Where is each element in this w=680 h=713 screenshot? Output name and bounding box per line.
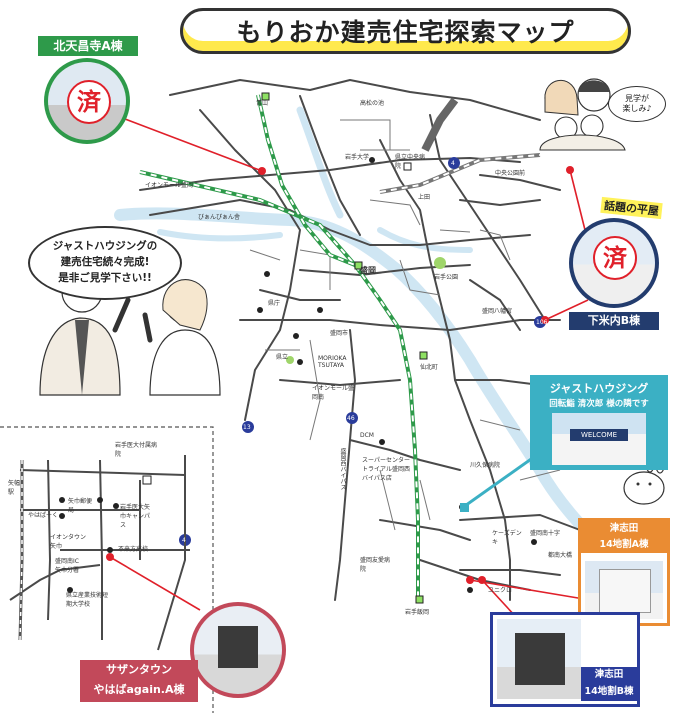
label-morioka-jct: 盛岡南IC bbox=[55, 558, 79, 565]
house-name-southern: サザンタウン やはばagain.A棟 bbox=[80, 660, 198, 702]
people-illustration bbox=[39, 271, 221, 396]
label-super-center: スーパーセンタートライアル盛岡西バイパス店 bbox=[362, 457, 410, 482]
house-card-kitatenshoji[interactable]: 北天昌寺A棟 済 bbox=[38, 36, 138, 154]
house-name-tsushida-b-line2: 14地割B棟 bbox=[581, 683, 637, 701]
office-sign: WELCOME bbox=[570, 429, 628, 441]
house-photo-kitatenshoji: 済 bbox=[44, 58, 130, 144]
house-card-southern[interactable]: サザンタウン やはばagain.A棟 bbox=[80, 602, 290, 705]
route-4: 4 bbox=[451, 160, 455, 167]
label-morioka-hs: 盛岡市 bbox=[330, 330, 349, 337]
house-tag-hiraya: 話題の平屋 bbox=[600, 196, 663, 220]
label-hibiyaki: びぁんぴぁん舎 bbox=[198, 214, 241, 221]
route-13: 13 bbox=[243, 424, 251, 431]
label-bypass: 盛岡西バイパス bbox=[339, 448, 346, 490]
route-106: 106 bbox=[536, 319, 548, 326]
speech-line3: 是非ご見学下さい!! bbox=[58, 271, 152, 284]
leader-lines bbox=[109, 118, 591, 631]
label-uniqlo: ユニクロ bbox=[488, 587, 513, 594]
label-iwate-med: 岩手医大付属病院 bbox=[115, 442, 158, 458]
office-name: ジャストハウジング bbox=[549, 382, 649, 395]
label-kesu: ケーズデンキ bbox=[492, 530, 522, 546]
streets bbox=[249, 119, 561, 531]
house-card-tsushida-a[interactable]: 津志田 14地割A棟 bbox=[578, 518, 670, 626]
poi-markers bbox=[257, 92, 537, 604]
label-aeon-mall: イオンモール盛岡 bbox=[145, 182, 194, 189]
office-pin bbox=[460, 503, 469, 512]
house-photo-tsushida-b bbox=[497, 619, 581, 699]
label-sengencho: 仙北町 bbox=[420, 364, 439, 371]
family-speech-bubble: 見学が 楽しみ♪ bbox=[608, 86, 666, 122]
label-iwate-univ: 岩手大学 bbox=[345, 154, 370, 161]
label-kenritsu-tech: 県立産業技術短期大学校 bbox=[66, 592, 109, 608]
house-photo-shimoyonaibuchi: 済 bbox=[569, 218, 659, 308]
house-photo-tsushida-a bbox=[585, 561, 663, 619]
railway bbox=[139, 94, 541, 600]
label-dcm: DCM bbox=[360, 432, 374, 439]
label-yahabaq: やはぱーく bbox=[28, 512, 59, 519]
label-kiyoshi: 盛岡南十字 bbox=[530, 530, 561, 537]
house-name-tsushida-a-line1: 津志田 bbox=[581, 521, 667, 537]
label-yahaba-post: 矢巾郵便局 bbox=[68, 498, 93, 514]
office-photo: WELCOME bbox=[552, 413, 646, 465]
label-chuo-park: 中央公園前 bbox=[495, 170, 526, 177]
house-name-shimoyonaibuchi: 下米内B棟 bbox=[569, 312, 659, 330]
label-hachimangu: 盛岡八幡宮 bbox=[482, 308, 513, 315]
label-iwate-iu: 岩手医大矢巾キャンパス bbox=[120, 504, 151, 529]
inset-poi bbox=[59, 475, 152, 593]
label-sanno: 盛岡友愛病院 bbox=[360, 557, 391, 573]
route-46: 46 bbox=[347, 415, 355, 422]
house-card-tsushida-b[interactable]: 津志田 14地割B棟 bbox=[490, 612, 640, 707]
page-title: もりおか建売住宅探索マップ bbox=[180, 8, 631, 54]
label-iwate-park: 岩手公園 bbox=[434, 274, 459, 281]
sold-stamp-kitatenshoji: 済 bbox=[67, 80, 111, 124]
label-yahaba-fuka: 矢巾分署 bbox=[55, 567, 80, 574]
route-4-inset: 4 bbox=[182, 537, 186, 544]
family-illustration bbox=[539, 78, 626, 151]
label-iwate-station: 岩手飯岡 bbox=[405, 609, 430, 616]
house-name-kitatenshoji: 北天昌寺A棟 bbox=[38, 36, 138, 56]
office-note: 回転鮨 清次郎 様の隣です bbox=[549, 399, 649, 409]
label-tsutaya: MORIOKA TSUTAYA bbox=[318, 355, 347, 369]
house-name-tsushida-a-line2: 14地割A棟 bbox=[581, 537, 667, 553]
house-pins bbox=[106, 166, 574, 584]
label-aeon-morioka: イオンモール盛岡南 bbox=[312, 385, 355, 401]
house-name-southern-line2: やはばagain.A棟 bbox=[93, 683, 185, 696]
label-fudo: 不来方高校 bbox=[118, 546, 149, 553]
family-speech-line1: 見学が bbox=[624, 93, 649, 103]
house-name-southern-line1: サザンタウン bbox=[106, 663, 172, 676]
office-card[interactable]: ジャストハウジング 回転鮨 清次郎 様の隣です WELCOME bbox=[530, 375, 668, 470]
label-takamatsu: 高松の池 bbox=[360, 100, 385, 107]
label-kawakubo: 川久保病院 bbox=[470, 462, 501, 469]
family-speech-line2: 楽しみ♪ bbox=[622, 104, 652, 113]
label-kencho2: 県立 bbox=[276, 354, 289, 361]
label-kenchou: 県庁 bbox=[268, 300, 281, 307]
inset-boundary bbox=[0, 426, 214, 713]
label-aeon-yahaba: イオンタウン矢巾 bbox=[50, 534, 87, 550]
label-kenritsu-hosp: 県立中央病院 bbox=[395, 154, 426, 170]
house-name-tsushida-b-line1: 津志田 bbox=[581, 667, 637, 683]
inset-roads bbox=[9, 455, 190, 651]
label-toushin: 都南大橋 bbox=[548, 552, 573, 559]
staff-speech-bubble: ジャストハウジングの 建売住宅続々完成! 是非ご見学下さい!! bbox=[28, 226, 182, 300]
house-photo-southern bbox=[190, 602, 286, 698]
house-card-shimoyonaibuchi[interactable]: 話題の平屋 済 下米内B棟 bbox=[565, 196, 663, 332]
label-yahaba-st: 矢幅駅 bbox=[8, 480, 21, 496]
label-ueda: 上田 bbox=[418, 194, 431, 201]
label-aoyama: 青山 bbox=[256, 100, 269, 107]
speech-line1: ジャストハウジングの bbox=[52, 240, 158, 253]
sold-stamp-shimoyonaibuchi: 済 bbox=[593, 236, 637, 280]
speech-line2: 建売住宅続々完成! bbox=[60, 256, 150, 269]
highway bbox=[421, 97, 459, 152]
label-morioka: 盛岡 bbox=[360, 266, 376, 275]
